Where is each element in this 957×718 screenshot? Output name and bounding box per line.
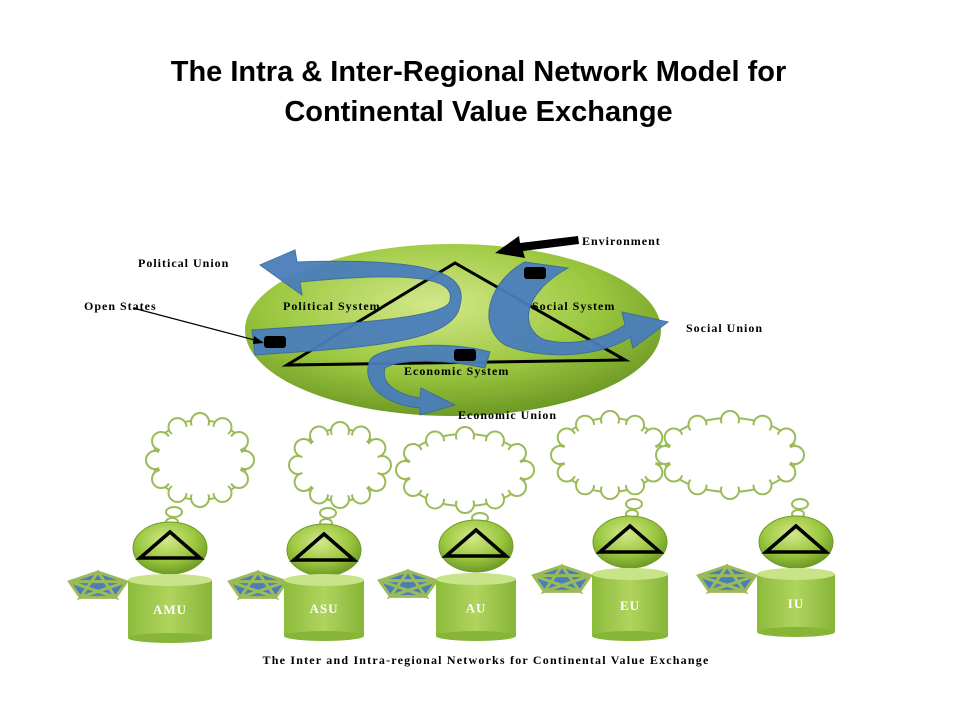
region-cylinder	[757, 574, 835, 632]
triangle-icon	[135, 529, 205, 560]
open-states-pointer	[132, 307, 263, 343]
region-cylinder	[436, 579, 516, 636]
region-label-eu: EU	[620, 598, 640, 613]
environment-arrow	[495, 236, 579, 258]
region-cylinder	[284, 580, 364, 636]
thought-bubble	[165, 506, 183, 518]
triangle-icon	[761, 523, 831, 554]
region-label-iu: IU	[788, 596, 804, 611]
thought-cloud-fill	[158, 425, 242, 495]
thought-cloud-fill	[563, 423, 657, 487]
economic-union-arrow	[367, 344, 491, 416]
region-cylinder-base	[436, 631, 516, 641]
diagram-title: The Intra & Inter-Regional Network Model…	[0, 52, 957, 132]
social-union-label: Social Union	[686, 321, 763, 335]
thought-bubble	[625, 498, 643, 510]
node-marker	[524, 267, 546, 279]
star-icon	[378, 568, 438, 600]
region-cylinder-top	[592, 568, 668, 580]
diagram-caption: The Inter and Intra-regional Networks fo…	[263, 653, 710, 667]
region-cylinder-top	[757, 568, 835, 580]
region-cylinder	[592, 574, 668, 636]
region-cylinder-base	[757, 627, 835, 637]
title-line-2: Continental Value Exchange	[284, 96, 673, 128]
star-icon	[228, 569, 288, 601]
thought-cloud-fill	[301, 434, 379, 496]
star-icon	[532, 563, 592, 595]
region-cylinder-base	[128, 633, 212, 643]
region-cylinder-top	[128, 574, 212, 586]
systems-ellipse	[245, 244, 661, 416]
triangle-icon	[441, 527, 511, 558]
star-icon	[68, 569, 128, 601]
open-states-label: Open States	[84, 299, 157, 313]
political-union-label: Political Union	[138, 256, 229, 270]
thought-cloud-fill	[408, 439, 522, 501]
economic-system-label: Economic System	[404, 364, 509, 378]
economic-union-label: Economic Union	[458, 408, 557, 422]
region-cylinder-top	[436, 573, 516, 585]
region-label-asu: ASU	[309, 601, 338, 616]
social-system-label: Social System	[532, 299, 615, 313]
region-cylinder-base	[284, 631, 364, 641]
thought-bubble	[791, 498, 809, 510]
environment-label: Environment	[582, 234, 661, 248]
region-cylinder-base	[592, 631, 668, 641]
triangle-icon	[595, 523, 665, 554]
triangle-icon	[289, 531, 359, 562]
star-icon	[697, 563, 757, 595]
political-system-label: Political System	[283, 299, 381, 313]
title-line-1: The Intra & Inter-Regional Network Model…	[170, 56, 787, 88]
thought-bubble	[319, 507, 337, 519]
political-union-arrow	[251, 249, 462, 356]
region-system-circle	[438, 519, 514, 573]
region-label-au: AU	[466, 601, 487, 616]
social-union-arrow	[488, 261, 670, 356]
node-marker	[264, 336, 286, 348]
open-states-arrowhead-icon	[253, 336, 264, 344]
region-cylinder	[128, 580, 212, 638]
region-label-amu: AMU	[153, 602, 187, 617]
thought-cloud-fill	[668, 423, 792, 487]
node-marker	[454, 349, 476, 361]
region-cylinder-top	[284, 574, 364, 586]
